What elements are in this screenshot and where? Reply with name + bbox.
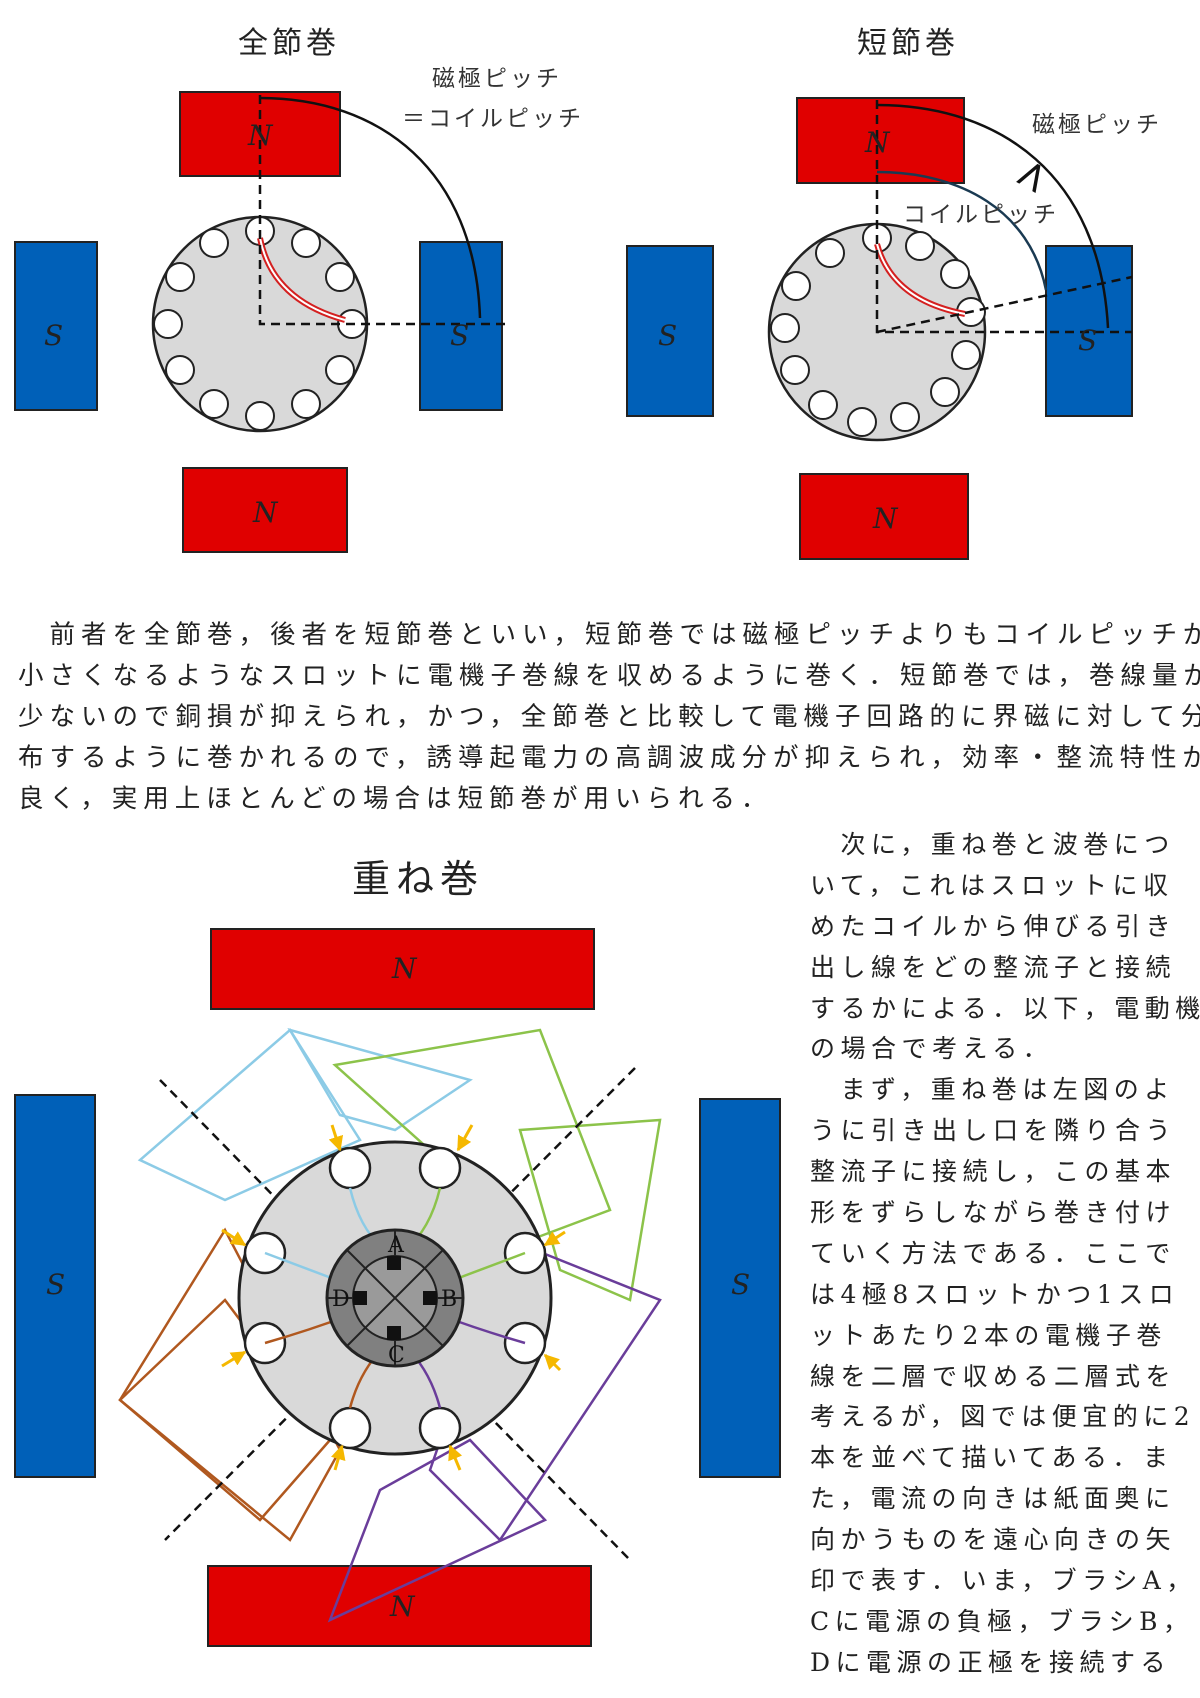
full-pitch-pole-bottom — [182, 467, 348, 553]
side-line: 印で表す．いま，ブラシA， — [810, 1566, 1197, 1596]
side-line: ていく方法である．ここで — [810, 1238, 1176, 1268]
full-pitch-pole-left — [14, 241, 98, 411]
short-pitch-label-top: N — [864, 126, 891, 159]
full-pitch-title: 全節巻 — [238, 26, 340, 61]
side-line: 向かうものを遠心向きの矢 — [810, 1525, 1177, 1555]
short-pitch-pole-left — [626, 245, 714, 417]
side-line: 本を並べて描いてある．ま — [810, 1443, 1174, 1473]
short-pitch-title: 短節巻 — [857, 26, 959, 61]
full-pitch-label-bottom: N — [252, 496, 279, 529]
short-pitch-coil-arc — [876, 170, 1048, 291]
short-pitch-label-bottom: N — [872, 502, 899, 535]
full-pitch-arc — [259, 96, 482, 319]
short-pitch-annotation-bottom: コイルピッチ — [903, 202, 1059, 228]
lap-current-arrows — [221, 1124, 566, 1471]
side-paragraph: 次に，重ね巻と波巻につ いて，これはスロットに収 めたコイルから伸びる引き 出し… — [810, 825, 1200, 1684]
short-pitch-label-right: S — [1078, 324, 1097, 357]
short-pitch-annotation-top: 磁極ピッチ — [1032, 112, 1162, 138]
lap-pole-right — [699, 1098, 781, 1478]
full-pitch-annotation-1: 磁極ピッチ — [432, 66, 562, 92]
short-pitch-pole-bottom — [799, 473, 969, 560]
side-line: めたコイルから伸びる引き — [810, 911, 1177, 941]
lap-label-bottom: N — [389, 1590, 416, 1623]
paragraph-line: 布するように巻かれるので，誘導起電力の高調波成分が抑えられ，効率・整流特性が — [18, 743, 1200, 773]
side-line: 次に，重ね巻と波巻につ — [810, 830, 1175, 859]
side-line: は4極8スロットかつ1スロ — [810, 1279, 1180, 1309]
full-pitch-annotation-2: ＝コイルピッチ — [402, 106, 584, 132]
lap-commutator-segments — [327, 1230, 463, 1366]
side-line: するかによる．以下，電動機 — [810, 993, 1200, 1023]
short-pitch-comparator: > — [1001, 148, 1061, 203]
side-line: ットあたり2本の電機子巻 — [810, 1320, 1167, 1350]
short-pitch-pole-top — [796, 97, 965, 184]
side-line: 整流子に接続し，この基本 — [810, 1157, 1177, 1187]
side-line: うに引き出し口を隣り合う — [810, 1116, 1177, 1146]
side-line: 出し線をどの整流子と接続 — [810, 952, 1177, 982]
full-pitch-figure: N N S S 磁極ピッチ ＝コイルピッチ — [14, 66, 584, 553]
side-line: 形をずらしながら巻き付け — [810, 1198, 1177, 1228]
lap-pole-bottom — [207, 1565, 592, 1647]
lap-pole-left — [14, 1094, 96, 1478]
side-line: の場合で考える． — [810, 1034, 1054, 1064]
lap-slots — [243, 1146, 547, 1450]
side-line: いて，これはスロットに収 — [810, 870, 1174, 900]
lap-winding-title: 重ね巻 — [352, 857, 485, 901]
main-paragraph: 前者を全節巻，後者を短節巻といい，短節巻では磁極ピッチよりもコイルピッチが 小さ… — [18, 615, 1200, 820]
paragraph-line: 少ないので銅損が抑えられ，かつ，全節巻と比較して電機子回路的に界磁に対して分 — [18, 702, 1200, 732]
full-pitch-label-top: N — [247, 119, 274, 152]
paragraph-line: 良く，実用上ほとんどの場合は短節巻が用いられる． — [18, 784, 773, 814]
lap-label-top: N — [391, 952, 418, 985]
full-pitch-label-left: S — [44, 319, 63, 352]
brush-label-d: D — [332, 1287, 350, 1312]
lap-brushes — [353, 1256, 437, 1340]
short-pitch-slots — [770, 223, 986, 437]
side-line: た，電流の向きは紙面奥に — [810, 1484, 1176, 1514]
side-line: 線を二層で収める二層式を — [810, 1361, 1177, 1391]
brush-label-b: B — [441, 1287, 457, 1312]
short-pitch-slot-line — [876, 275, 1133, 334]
side-line: Cに電源の負極，ブラシB， — [810, 1606, 1194, 1636]
side-line: 考えるが，図では便宜的に2 — [810, 1402, 1196, 1432]
paragraph-line: 前者を全節巻，後者を短節巻といい，短節巻では磁極ピッチよりもコイルピッチが — [18, 620, 1200, 650]
short-pitch-figure: N N S S 磁極ピッチ > コイルピッチ — [626, 97, 1162, 560]
side-line: Dに電源の正極を接続する — [810, 1647, 1172, 1677]
lap-winding-figure: A B C D N N S S — [14, 928, 781, 1647]
brush-label-a: A — [387, 1233, 405, 1258]
paragraph-line: 小さくなるようなスロットに電機子巻線を収めるように巻く．短節巻では，巻線量が — [18, 661, 1200, 691]
full-pitch-pole-right — [419, 241, 503, 411]
short-pitch-label-left: S — [658, 319, 677, 352]
lap-pole-top — [210, 928, 595, 1010]
lap-label-left: S — [46, 1268, 65, 1301]
full-pitch-label-right: S — [450, 319, 469, 352]
lap-label-right: S — [731, 1268, 750, 1301]
short-pitch-pole-arc — [876, 103, 1110, 329]
brush-label-c: C — [388, 1343, 405, 1368]
side-line: まず，重ね巻は左図のよ — [810, 1075, 1175, 1105]
full-pitch-axes — [258, 95, 505, 326]
